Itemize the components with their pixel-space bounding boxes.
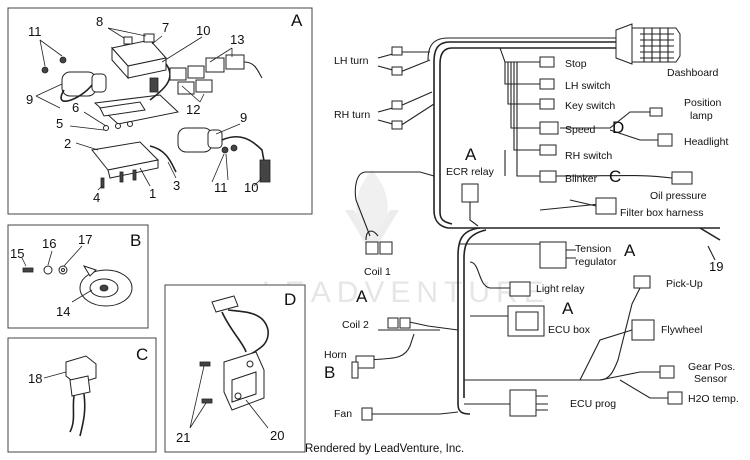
label-speed: Speed	[565, 124, 596, 136]
label-horn: Horn	[324, 349, 347, 361]
ref-speed-d: D	[612, 118, 624, 137]
label-gear-pos-sensor-1: Gear Pos.	[688, 361, 735, 373]
callout-a-4: 4	[93, 190, 100, 205]
callout-b-15: 15	[10, 246, 24, 261]
label-position-lamp-1: Position	[684, 97, 722, 109]
label-coil-1: Coil 1	[364, 266, 391, 278]
panel-d: D 21 20	[164, 284, 306, 453]
label-lh-turn: LH turn	[334, 55, 369, 67]
callout-b-17: 17	[78, 232, 92, 247]
label-lh-switch: LH switch	[565, 80, 611, 92]
label-headlight: Headlight	[684, 136, 728, 148]
callout-a-7: 7	[162, 20, 169, 35]
panel-a-letter: A	[291, 11, 303, 30]
callout-a-5: 5	[56, 116, 63, 131]
callout-a-9-right: 9	[240, 110, 247, 125]
label-tension-regulator-1: Tension	[575, 243, 611, 255]
label-flywheel: Flywheel	[661, 324, 702, 336]
label-rh-turn: RH turn	[334, 109, 370, 121]
ref-tension-a: A	[624, 241, 636, 260]
callout-b-16: 16	[42, 236, 56, 251]
panel-b: B 16 17 15 14	[7, 224, 149, 329]
callout-a-1: 1	[149, 186, 156, 201]
callout-a-9-left: 9	[26, 92, 33, 107]
callout-d-21: 21	[176, 430, 190, 445]
ref-coil-a: A	[356, 287, 368, 306]
ref-horn-b: B	[324, 363, 335, 382]
label-oil-pressure: Oil pressure	[650, 190, 707, 202]
label-blinker: Blinker	[565, 173, 598, 185]
panel-a: A	[7, 7, 313, 215]
harness-labels: LH turn RH turn Stop LH switch Key switc…	[324, 55, 739, 420]
label-ecu-box: ECU box	[548, 324, 591, 336]
callout-a-3: 3	[173, 178, 180, 193]
label-h2o-temp: H2O temp.	[688, 393, 739, 405]
label-stop: Stop	[565, 58, 587, 70]
label-key-switch: Key switch	[565, 100, 615, 112]
label-tension-regulator-2: regulator	[575, 256, 617, 268]
label-ecu-prog: ECU prog	[570, 398, 616, 410]
label-ecr-relay: ECR relay	[446, 166, 495, 178]
ref-ecr-a: A	[465, 145, 477, 164]
label-coil-2: Coil 2	[342, 319, 369, 331]
callout-a-6: 6	[72, 100, 79, 115]
callout-c-18: 18	[28, 371, 42, 386]
label-rh-switch: RH switch	[565, 150, 612, 162]
panel-b-letter: B	[130, 231, 141, 250]
callout-a-8: 8	[96, 14, 103, 29]
watermark-text: LEADVENTURE	[262, 276, 550, 309]
footer-credit: Rendered by LeadVenture, Inc.	[305, 443, 464, 455]
main-harness	[351, 23, 721, 421]
panel-c-letter: C	[136, 345, 148, 364]
callout-b-14: 14	[56, 304, 70, 319]
callout-harness-19: 19	[709, 259, 723, 274]
label-pick-up: Pick-Up	[666, 278, 703, 290]
label-gear-pos-sensor-2: Sensor	[694, 373, 728, 385]
callout-a-10-right: 10	[244, 180, 258, 195]
watermark: LEADVENTURE	[262, 170, 550, 309]
callout-a-12: 12	[186, 102, 200, 117]
label-light-relay: Light relay	[536, 283, 585, 295]
label-dashboard: Dashboard	[667, 67, 719, 79]
ref-ecu-a: A	[562, 299, 574, 318]
callout-a-10: 10	[196, 23, 210, 38]
panel-c: C 18	[7, 337, 157, 453]
callout-a-11-right: 11	[214, 180, 228, 195]
callout-d-20: 20	[270, 428, 284, 443]
ref-blinker-c: C	[609, 167, 621, 186]
callout-a-11: 11	[28, 24, 42, 39]
label-filter-box-harness: Filter box harness	[620, 207, 703, 219]
label-position-lamp-2: lamp	[690, 110, 713, 122]
label-fan: Fan	[334, 408, 352, 420]
callout-a-13: 13	[230, 32, 244, 47]
panel-d-letter: D	[284, 290, 296, 309]
callout-a-2: 2	[64, 136, 71, 151]
